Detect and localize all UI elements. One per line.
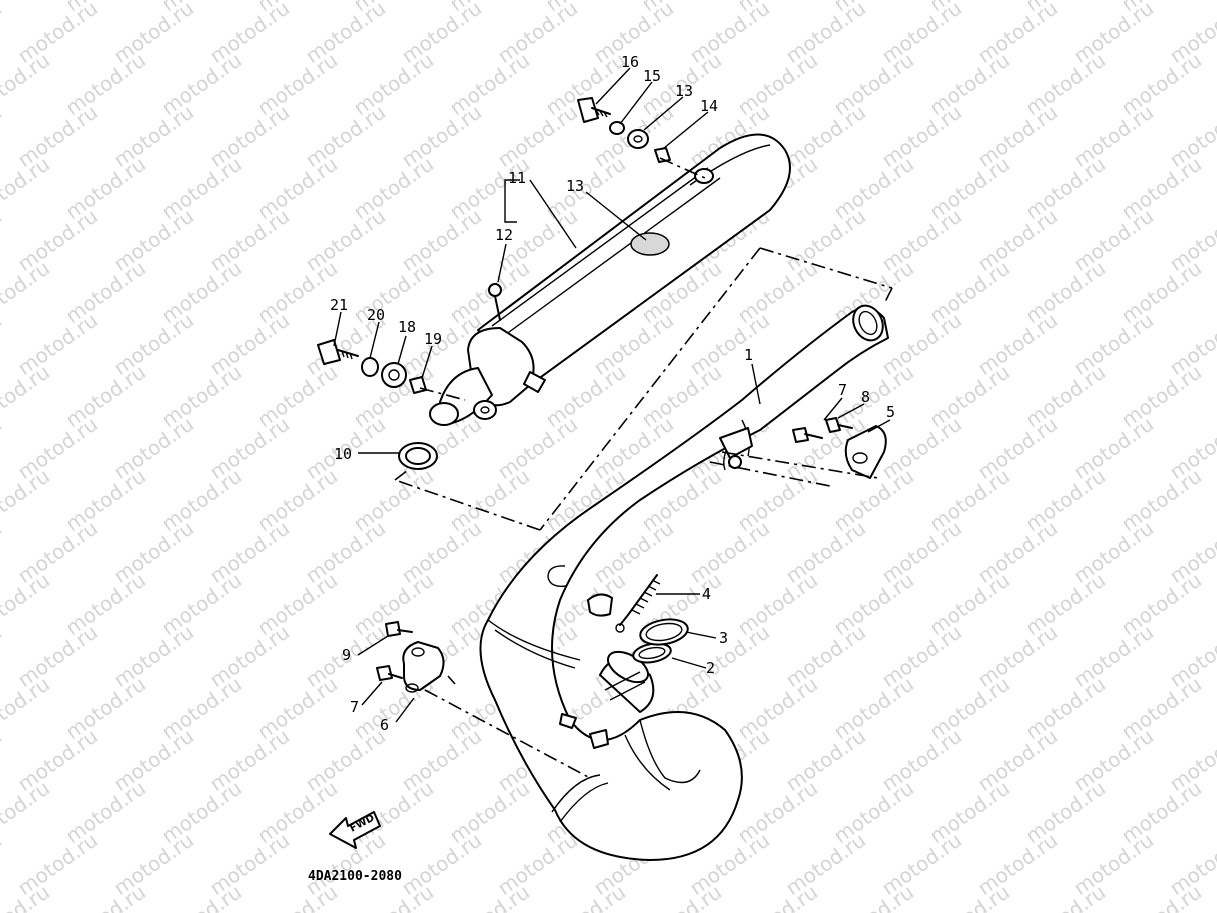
callout-1: 1 [744, 346, 753, 364]
silencer-assembly [398, 133, 791, 470]
silencer-mount-hardware-rear [577, 97, 671, 163]
lower-pipe-bracket [376, 621, 445, 693]
callout-12: 12 [495, 226, 513, 244]
callout-11: 11 [508, 169, 526, 187]
watermark-text: motod.ru [1213, 672, 1217, 744]
watermark-text: motod.ru [925, 880, 1014, 913]
reference-lines [394, 157, 893, 779]
leader-lines [333, 67, 891, 723]
watermark-text: motod.ru [829, 880, 918, 913]
diagram-code: 4DA2100-2080 [308, 869, 402, 884]
watermark-text: motod.ru [1213, 880, 1217, 913]
watermark-text: motod.ru [445, 880, 534, 913]
watermark-text: motod.ru [1021, 880, 1110, 913]
callout-2: 2 [706, 659, 715, 677]
watermark-text: motod.ru [253, 880, 342, 913]
callout-numbers: 16 15 13 14 11 13 12 21 20 18 19 10 1 7 … [330, 53, 895, 734]
watermark-text: motod.ru [0, 100, 6, 172]
callout-7-upper: 7 [838, 381, 847, 399]
upper-pipe-bracket [792, 417, 887, 479]
watermark-text: motod.ru [0, 724, 6, 796]
callout-18: 18 [398, 318, 416, 336]
callout-4: 4 [702, 585, 711, 603]
watermark-text: motod.ru [349, 880, 438, 913]
watermark-text: motod.ru [637, 880, 726, 913]
callout-20: 20 [367, 306, 385, 324]
pipe-joint-parts [615, 574, 689, 664]
watermark-text: motod.ru [0, 360, 54, 432]
silencer-patch [630, 232, 670, 256]
watermark-text: motod.ru [1117, 880, 1206, 913]
callout-10: 10 [334, 445, 352, 463]
watermark-text: motod.ru [1213, 776, 1217, 848]
watermark-text: motod.ru [1213, 152, 1217, 224]
callout-14: 13 [675, 82, 693, 100]
watermark-text: motod.ru [0, 516, 6, 588]
watermark-text: motod.ru [0, 620, 6, 692]
watermark-text: motod.ru [733, 880, 822, 913]
watermark-text: motod.ru [0, 0, 54, 16]
callout-15: 14 [700, 97, 718, 115]
callout-6: 6 [380, 716, 389, 734]
watermark-text: motod.ru [0, 0, 6, 68]
watermark-text: motod.ru [1213, 568, 1217, 640]
watermark-text: motod.ru [0, 256, 54, 328]
watermark-text: motod.ru [157, 880, 246, 913]
watermark-text: motod.ru [0, 568, 54, 640]
callout-13: 13 [566, 177, 584, 195]
watermark-text: motod.ru [0, 204, 6, 276]
callout-16: 15 [643, 67, 661, 85]
watermark-text: motod.ru [1213, 464, 1217, 536]
watermark-text: motod.ru [0, 776, 54, 848]
watermark-text: motod.ru [0, 48, 54, 120]
callout-19: 19 [424, 330, 442, 348]
callout-21: 21 [330, 296, 348, 314]
watermark-text: motod.ru [0, 152, 54, 224]
watermark-text: motod.ru [0, 672, 54, 744]
watermark-text: motod.ru [0, 464, 54, 536]
watermark-text: motod.ru [61, 880, 150, 913]
watermark-text: motod.ru [1213, 360, 1217, 432]
callout-8: 8 [861, 388, 870, 406]
watermark-text: motod.ru [0, 828, 6, 900]
watermark-text: motod.ru [0, 308, 6, 380]
watermark-text: motod.ru [0, 412, 6, 484]
watermark-text: motod.ru [1213, 48, 1217, 120]
callout-17: 16 [621, 53, 639, 71]
callout-7-lower: 7 [350, 698, 359, 716]
callout-3: 3 [719, 629, 728, 647]
watermark-text: motod.ru [1213, 256, 1217, 328]
callout-5: 5 [886, 403, 895, 421]
watermark-text: motod.ru [541, 880, 630, 913]
callout-9: 9 [342, 646, 351, 664]
